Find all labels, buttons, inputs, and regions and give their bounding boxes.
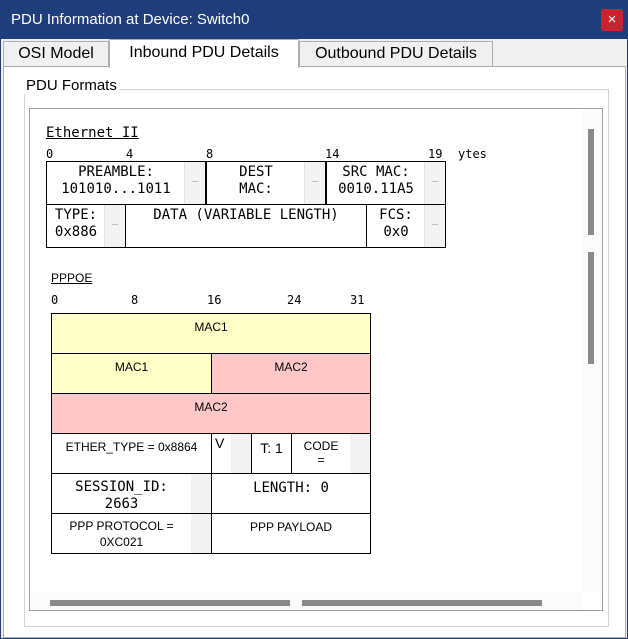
tab-label: Outbound PDU Details <box>315 45 477 62</box>
pppoe-mac2-full: MAC2 <box>51 393 371 434</box>
vertical-scrollbar[interactable] <box>582 109 602 592</box>
eth-tick: 4 <box>126 147 134 161</box>
preamble-label: PREAMBLE: <box>78 164 154 180</box>
fcs-field: FCS:0x0 _ <box>366 204 446 248</box>
pppoe-tick: 8 <box>131 293 139 307</box>
pppoe-mac2-half: MAC2 <box>211 353 371 394</box>
pppoe-tick: 0 <box>51 293 59 307</box>
pppoe-tick: 16 <box>207 293 222 307</box>
code-scrollbar[interactable] <box>350 434 370 473</box>
inbound-pdu-panel: PDU Formats Ethernet II 0 4 8 14 19 ytes… <box>3 66 626 638</box>
pppoe-t-field: T: 1 <box>251 433 292 474</box>
fcs-value: 0x0 <box>383 224 409 240</box>
pppoe-mac1-half: MAC1 <box>51 353 212 394</box>
close-icon: × <box>607 11 617 28</box>
mac2-label: MAC2 <box>274 360 308 374</box>
type-label: TYPE: <box>54 207 98 223</box>
pppoe-ppp-protocol-field: PPP PROTOCOL = 0XC021 <box>51 513 212 554</box>
ppp-protocol-label: PPP PROTOCOL = <box>69 519 174 533</box>
pppoe-tick: 31 <box>350 293 365 307</box>
vertical-scroll-thumb[interactable] <box>588 129 594 235</box>
horizontal-scroll-thumb[interactable] <box>302 600 542 606</box>
src-mac-field: SRC MAC:0010.11A5 _ <box>326 161 446 205</box>
pppoe-ether-type-field: ETHER_TYPE = 0x8864 <box>51 433 212 474</box>
pppoe-mac1-full: MAC1 <box>51 313 371 354</box>
close-button[interactable]: × <box>601 9 623 31</box>
v-scrollbar[interactable] <box>231 434 251 473</box>
preamble-value: 101010...1011 <box>61 181 171 197</box>
data-label: DATA (VARIABLE LENGTH) <box>153 207 339 223</box>
vertical-scroll-thumb[interactable] <box>588 252 594 364</box>
pppoe-v-field: V <box>211 433 252 474</box>
dest-mac-scrollbar[interactable]: _ <box>304 162 325 204</box>
src-mac-label: SRC MAC: <box>342 164 410 180</box>
ppp-protocol-value: 0XC021 <box>99 535 144 549</box>
dest-mac-label: DEST <box>239 164 273 180</box>
pppoe-length-field: LENGTH: 0 <box>211 473 371 514</box>
session-id-label: SESSION_ID: <box>75 479 168 495</box>
tab-osi-model[interactable]: OSI Model <box>3 41 109 66</box>
fcs-scrollbar[interactable]: _ <box>424 205 445 247</box>
eth-tick: 14 <box>325 147 340 161</box>
data-field: DATA (VARIABLE LENGTH) <box>125 204 367 248</box>
title-bar[interactable]: PDU Information at Device: Switch0 × <box>1 1 627 39</box>
mac2-label: MAC2 <box>194 400 228 414</box>
tab-label: OSI Model <box>18 45 94 62</box>
window-title: PDU Information at Device: Switch0 <box>11 11 250 28</box>
type-value: 0x886 <box>54 224 98 240</box>
fcs-label: FCS: <box>379 207 413 223</box>
mac1-label: MAC1 <box>114 360 149 374</box>
tab-outbound-pdu-details[interactable]: Outbound PDU Details <box>299 41 493 66</box>
dest-mac-value: MAC: <box>239 181 273 197</box>
horizontal-scrollbar[interactable] <box>30 592 582 610</box>
pppoe-tick: 24 <box>287 293 302 307</box>
pppoe-code-field: CODE= <box>291 433 371 474</box>
type-scrollbar[interactable]: _ <box>104 205 125 247</box>
length-label: LENGTH: 0 <box>253 480 329 496</box>
src-mac-scrollbar[interactable]: _ <box>424 162 445 204</box>
horizontal-scroll-thumb[interactable] <box>50 600 290 606</box>
tab-inbound-pdu-details[interactable]: Inbound PDU Details <box>109 39 299 68</box>
pppoe-title: PPPOE <box>51 271 93 285</box>
eth-tick: 0 <box>46 147 54 161</box>
t-label: T: 1 <box>260 440 283 456</box>
ppp-protocol-scrollbar[interactable] <box>191 514 211 553</box>
ppp-payload-label: PPP PAYLOAD <box>249 520 333 534</box>
tab-strip: OSI Model Inbound PDU Details Outbound P… <box>3 39 625 68</box>
eth-tick: 19 <box>428 147 443 161</box>
pdu-formats-group <box>24 89 609 627</box>
session-id-value: 2663 <box>104 496 139 512</box>
tab-label: Inbound PDU Details <box>129 44 279 61</box>
pdu-formats-scroll-area[interactable]: Ethernet II 0 4 8 14 19 ytes PREAMBLE:10… <box>29 108 603 611</box>
eth-bytes-label: ytes <box>458 147 487 161</box>
code-label: CODE <box>303 439 339 453</box>
mac1-label: MAC1 <box>194 320 228 334</box>
preamble-field: PREAMBLE:101010...1011 _ <box>46 161 206 205</box>
preamble-scrollbar[interactable]: _ <box>184 162 205 204</box>
ethernet-title: Ethernet II <box>46 125 139 141</box>
v-label: V <box>215 435 225 451</box>
eth-tick: 8 <box>206 147 214 161</box>
pppoe-ppp-payload-field: PPP PAYLOAD <box>211 513 371 554</box>
src-mac-value: 0010.11A5 <box>338 181 414 197</box>
pppoe-session-id-field: SESSION_ID:2663 <box>51 473 212 514</box>
type-field: TYPE:0x886 _ <box>46 204 126 248</box>
ether-type-label: ETHER_TYPE = 0x8864 <box>65 440 198 454</box>
pdu-formats-legend: PDU Formats <box>24 77 119 94</box>
code-value: = <box>317 453 325 467</box>
pdu-canvas: Ethernet II 0 4 8 14 19 ytes PREAMBLE:10… <box>30 109 581 589</box>
session-id-scrollbar[interactable] <box>191 474 211 513</box>
